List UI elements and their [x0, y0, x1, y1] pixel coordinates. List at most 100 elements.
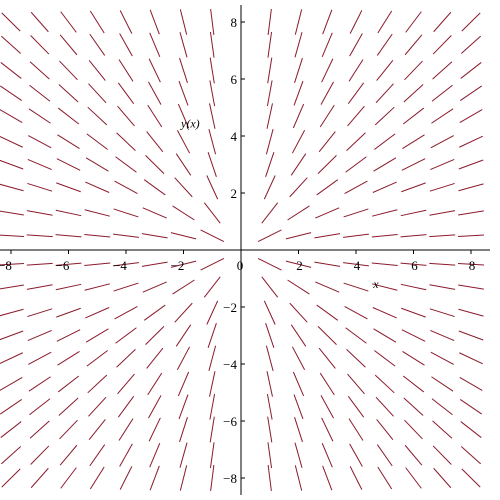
slope-segment — [177, 103, 190, 129]
slope-segment — [0, 183, 24, 192]
y-axis-title: y(x) — [180, 116, 200, 130]
slope-segment — [371, 233, 398, 238]
slope-segment — [28, 351, 52, 365]
slope-segment — [27, 158, 52, 171]
slope-segment — [0, 446, 22, 465]
slope-segment — [142, 281, 167, 293]
slope-segment — [26, 262, 53, 266]
slope-segment — [200, 229, 225, 242]
slope-segment — [404, 444, 423, 466]
slope-segment — [376, 419, 394, 441]
slope-segment — [210, 9, 215, 35]
slope-segment — [0, 109, 23, 124]
slope-segment — [26, 210, 53, 216]
slope-segment — [0, 376, 23, 391]
slope-segment — [401, 307, 426, 318]
slope-segment — [113, 233, 139, 238]
slope-segment — [89, 466, 105, 490]
slope-segment — [400, 209, 427, 217]
slope-segment — [141, 233, 168, 239]
slope-segment — [0, 210, 24, 216]
slope-segment — [209, 416, 215, 443]
slope-segment — [458, 330, 484, 341]
slope-segment — [59, 60, 78, 81]
slope-segment — [430, 329, 455, 342]
slope-segment — [113, 262, 139, 267]
slope-segment — [265, 129, 274, 155]
slope-segment — [114, 306, 138, 320]
slope-segment — [265, 323, 275, 348]
slope-segment — [294, 9, 303, 35]
slope-segment — [377, 466, 393, 490]
slope-segment — [431, 398, 453, 416]
slope-segment — [113, 282, 139, 292]
slope-segment — [179, 32, 188, 58]
slope-segment — [377, 10, 393, 34]
slope-segment — [432, 61, 453, 80]
slope-segment — [458, 183, 484, 192]
slope-segment — [290, 153, 307, 176]
slope-segment — [172, 205, 195, 221]
slope-segment — [209, 31, 215, 58]
slope-segment — [287, 205, 310, 221]
slope-segment — [267, 31, 273, 58]
slope-segment — [318, 131, 336, 153]
slope-segment — [30, 35, 50, 55]
slope-segment — [177, 371, 190, 397]
slope-segment — [85, 328, 109, 343]
slope-segment — [319, 104, 335, 128]
slope-segment — [290, 324, 307, 347]
slope-segment — [1, 468, 21, 488]
slope-segment — [461, 12, 481, 32]
slope-segment — [322, 465, 333, 491]
slope-segment — [118, 59, 134, 82]
x-tick-label: −2 — [171, 258, 185, 273]
slope-segment — [117, 373, 135, 395]
slope-segment — [348, 59, 364, 82]
slope-segment — [267, 9, 272, 35]
slope-segment — [460, 35, 482, 54]
slope-segment — [0, 308, 24, 317]
slope-segment — [430, 158, 455, 171]
slope-segment — [175, 153, 192, 176]
slope-segment — [119, 443, 133, 467]
slope-segment — [458, 308, 484, 317]
slope-segment — [203, 202, 221, 224]
slope-segment — [176, 346, 191, 371]
slope-segment — [314, 261, 341, 267]
slope-segment — [266, 393, 273, 420]
slope-segment — [375, 83, 394, 104]
slope-segment — [208, 129, 217, 155]
slope-segment — [404, 419, 423, 440]
slope-segment — [174, 177, 193, 198]
slope-segment — [430, 351, 454, 365]
slope-segment — [319, 372, 335, 396]
slope-segment — [349, 33, 363, 57]
slope-segment — [113, 208, 139, 218]
slope-segment — [86, 350, 108, 367]
slope-segment — [432, 420, 453, 439]
slope-segment — [404, 60, 423, 81]
slope-segment — [266, 80, 273, 107]
slope-segment — [206, 175, 219, 200]
slope-segment — [374, 350, 396, 367]
slope-segment — [55, 209, 82, 217]
slope-segment — [116, 349, 136, 368]
y-tick-label: 8 — [231, 15, 238, 30]
slope-segment — [293, 394, 304, 420]
slope-segment — [30, 11, 49, 33]
slope-segment — [347, 395, 365, 418]
slope-segment — [459, 376, 483, 391]
slope-segment — [459, 109, 483, 124]
slope-segment — [85, 157, 109, 172]
slope-segment — [0, 352, 23, 365]
slope-segment — [460, 62, 482, 79]
slope-segment — [56, 158, 81, 171]
slope-segment — [28, 376, 51, 392]
slope-segment — [257, 229, 282, 242]
slope-segment — [375, 396, 394, 417]
slope-segment — [403, 397, 424, 416]
slope-segment — [318, 347, 336, 369]
slope-segment — [372, 209, 398, 217]
slope-segment — [179, 417, 188, 443]
